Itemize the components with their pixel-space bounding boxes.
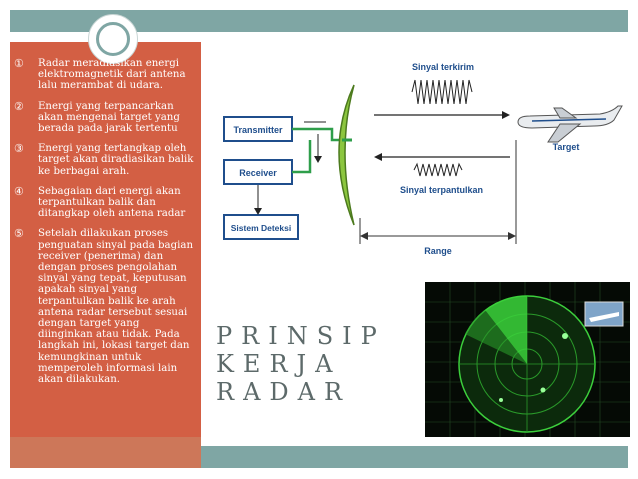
airplane-icon [518, 106, 622, 142]
step-number: ⑤ [14, 228, 24, 239]
step-number: ③ [14, 143, 24, 154]
title-line: RADAR [216, 378, 416, 406]
reflected-signal-label: Sinyal terpantulkan [400, 185, 483, 195]
detection-label: Sistem Deteksi [231, 223, 291, 233]
sent-signal-wave [412, 80, 472, 104]
step-number: ④ [14, 186, 24, 197]
list-item: ② Energi yang terpancarkan akan mengenai … [14, 101, 196, 135]
rx-waveguide [292, 140, 310, 172]
radar-diagram: Transmitter Receiver Sistem Deteksi Siny… [214, 40, 630, 265]
reflected-arrowhead [374, 153, 382, 161]
list-item: ④ Sebagaian dari energi akan terpantulkan… [14, 186, 196, 220]
tx-waveguide [292, 129, 342, 140]
step-text: Energi yang tertangkap oleh target akan … [38, 143, 193, 176]
detection-arrowhead [254, 208, 262, 215]
title-line: PRINSIP [216, 322, 416, 350]
rx-arrowhead [314, 156, 322, 163]
sent-arrowhead [502, 111, 510, 119]
target-label: Target [553, 142, 580, 152]
step-text: Sebagaian dari energi akan terpantulkan … [38, 186, 185, 219]
range-arrow-left [360, 232, 368, 240]
list-item: ⑤ Setelah dilakukan proses penguatan siny… [14, 228, 196, 385]
step-text: Radar meradiasikan energi elektromagneti… [38, 58, 186, 91]
step-text: Energi yang terpancarkan akan mengenai t… [38, 101, 180, 134]
list-item: ③ Energi yang tertangkap oleh target akan… [14, 143, 196, 177]
title-line: KERJA [216, 350, 416, 378]
step-number: ① [14, 58, 24, 69]
steps-list: ① Radar meradiasikan energi elektromagnet… [14, 58, 196, 394]
range-label: Range [424, 246, 452, 256]
step-text: Setelah dilakukan proses penguatan sinya… [38, 228, 193, 385]
list-item: ① Radar meradiasikan energi elektromagnet… [14, 58, 196, 92]
transmitter-label: Transmitter [233, 125, 283, 135]
step-number: ② [14, 101, 24, 112]
antenna-dish-icon [339, 85, 354, 225]
decorative-ring-icon [96, 22, 130, 56]
sent-signal-label: Sinyal terkirim [412, 62, 474, 72]
range-arrow-right [508, 232, 516, 240]
radar-screen-icon [425, 282, 630, 437]
receiver-label: Receiver [239, 168, 277, 178]
slide-title: PRINSIP KERJA RADAR [216, 322, 416, 406]
reflected-signal-wave [414, 164, 462, 176]
left-panel-footer [10, 437, 201, 468]
